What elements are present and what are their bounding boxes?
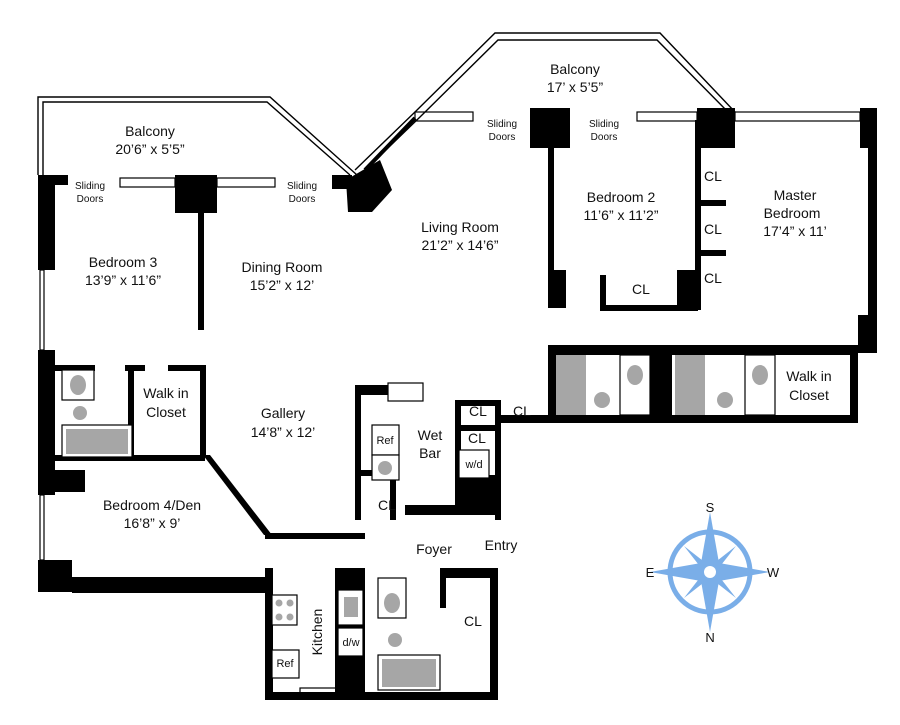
gallery-dims: 14’8” x 12’ <box>251 424 316 440</box>
wetbar-line2: Bar <box>419 445 441 461</box>
closet-label: CL <box>513 403 531 419</box>
wetbar-line1: Wet <box>418 427 443 443</box>
master-name-2: Bedroom <box>764 205 821 221</box>
balcony-right-dims: 17’ x 5’5” <box>547 79 604 95</box>
walkin-right-line2: Closet <box>789 387 829 403</box>
bedroom2-name: Bedroom 2 <box>587 189 656 205</box>
closet-labels: CL CL CL CL CL CL CL CL CL <box>378 168 722 629</box>
compass-south-label: S <box>706 500 715 515</box>
sliding-doors-3-l1: Sliding <box>487 119 517 130</box>
bath-fixtures <box>61 354 776 691</box>
kitchen-name: Kitchen <box>309 609 325 656</box>
walkin-left-line2: Closet <box>146 404 186 420</box>
compass-north-label: N <box>705 630 714 645</box>
living-dims: 21’2” x 14’6” <box>421 237 498 253</box>
foyer-name: Foyer <box>416 541 452 557</box>
bedroom2-dims: 11’6” x 11’2” <box>584 207 659 223</box>
closet-label: CL <box>468 430 486 446</box>
closet-label: CL <box>378 497 396 513</box>
interior-walls <box>55 120 726 608</box>
closet-label: CL <box>704 270 722 286</box>
closet-label: CL <box>704 221 722 237</box>
balcony-left-dims: 20’6” x 5’5” <box>115 141 185 157</box>
master-name-1: Master <box>774 187 817 203</box>
compass-rose-icon: S N E W <box>646 500 780 645</box>
bedroom3-dims: 13’9” x 11’6” <box>85 272 161 288</box>
dishwasher-label: d/w <box>342 637 359 649</box>
bedroom4-name: Bedroom 4/Den <box>103 497 201 513</box>
sliding-doors-4-l2: Doors <box>591 132 618 143</box>
sliding-doors-2-l2: Doors <box>289 194 316 205</box>
balcony-left-outline <box>37 96 358 176</box>
appliances <box>271 382 490 679</box>
walkin-left-line1: Walk in <box>143 385 188 401</box>
closet-label: CL <box>632 281 650 297</box>
sliding-doors-3-l2: Doors <box>489 132 516 143</box>
room-labels: Balcony 20’6” x 5’5” Balcony 17’ x 5’5” … <box>85 61 832 655</box>
sliding-doors-1-l2: Doors <box>77 194 104 205</box>
ref-label: Ref <box>276 658 294 670</box>
compass-east-label: E <box>646 565 655 580</box>
sliding-door-labels: Sliding Doors Sliding Doors Sliding Door… <box>75 119 619 205</box>
bedroom3-name: Bedroom 3 <box>89 254 158 270</box>
master-dims: 17’4” x 11’ <box>763 223 827 239</box>
gallery-name: Gallery <box>261 405 305 421</box>
closet-label: CL <box>464 613 482 629</box>
washer-dryer-label: w/d <box>464 459 482 471</box>
ref-label: Ref <box>376 435 394 447</box>
entry-name: Entry <box>485 537 518 553</box>
walkin-right-line1: Walk in <box>786 368 831 384</box>
sliding-doors-2-l1: Sliding <box>287 181 317 192</box>
bedroom4-dims: 16’8” x 9’ <box>124 515 181 531</box>
sliding-doors-1-l1: Sliding <box>75 181 105 192</box>
dining-dims: 15’2” x 12’ <box>250 277 315 293</box>
compass-west-label: W <box>767 565 780 580</box>
living-name: Living Room <box>421 219 499 235</box>
appliance-labels: Ref w/d Ref d/w <box>276 435 482 670</box>
dining-name: Dining Room <box>242 259 323 275</box>
balcony-right-name: Balcony <box>550 61 600 77</box>
balcony-left-name: Balcony <box>125 123 175 139</box>
compass-arms <box>650 512 770 632</box>
closet-label: CL <box>469 403 487 419</box>
balcony-right-outline <box>354 32 736 173</box>
closet-label: CL <box>704 168 722 184</box>
sliding-doors-4-l1: Sliding <box>589 119 619 130</box>
